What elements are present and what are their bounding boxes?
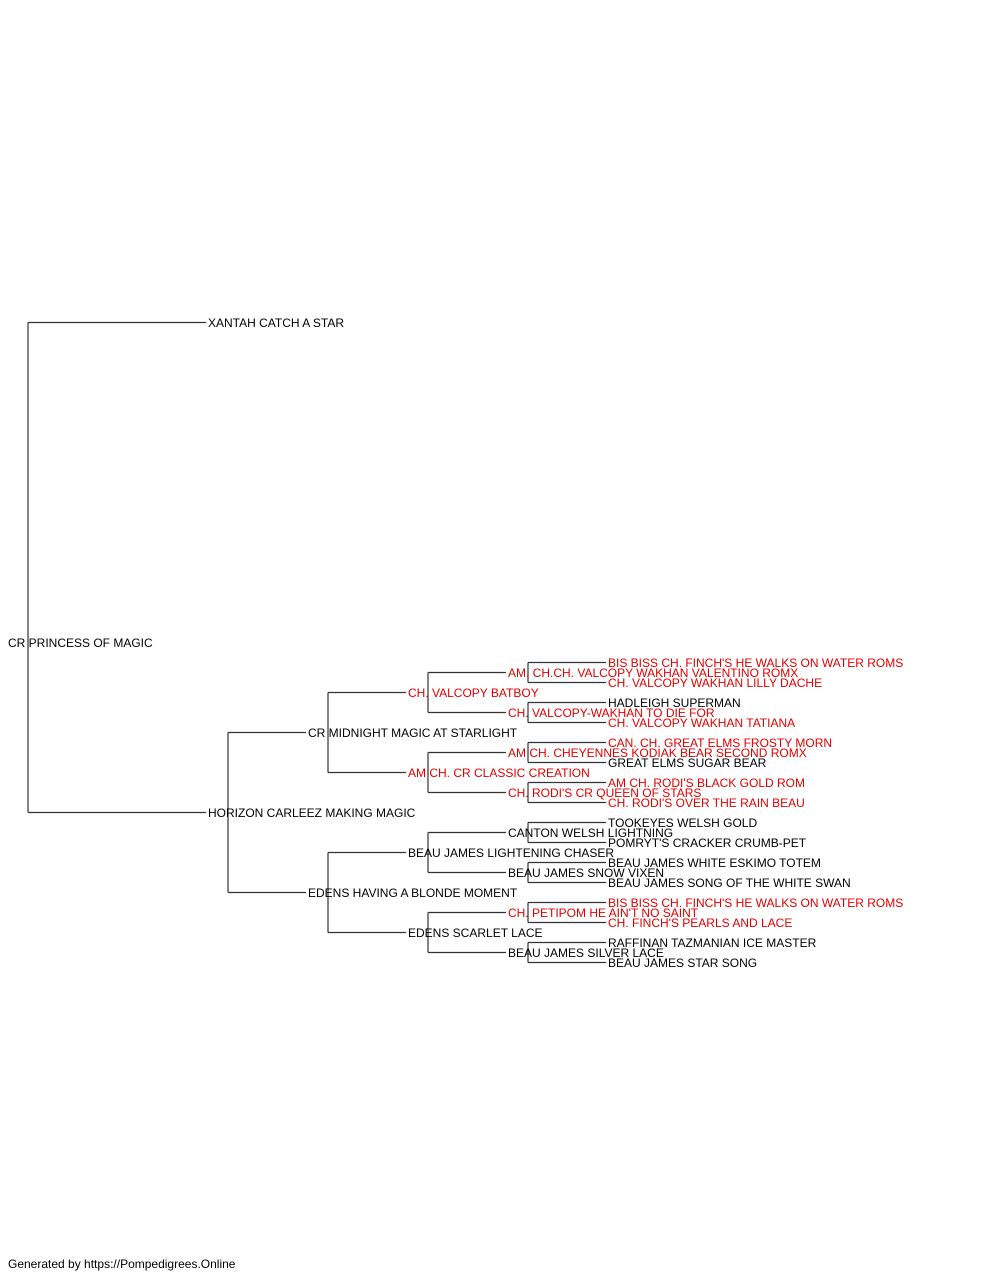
- ancestor-name: HADLEIGH SUPERMAN: [608, 696, 741, 710]
- ancestor-name: BEAU JAMES WHITE ESKIMO TOTEM: [608, 856, 821, 870]
- subject-name: CR PRINCESS OF MAGIC: [8, 636, 153, 650]
- ancestor-name: CANTON WELSH LIGHTNING: [508, 826, 674, 840]
- ancestor-name: CH. VALCOPY BATBOY: [408, 686, 539, 700]
- ancestor-name: GREAT ELMS SUGAR BEAR: [608, 756, 767, 770]
- ancestor-name: TOOKEYES WELSH GOLD: [608, 816, 758, 830]
- ancestor-name: BEAU JAMES STAR SONG: [608, 956, 758, 970]
- ancestor-name: EDENS SCARLET LACE: [408, 926, 543, 940]
- footer-credit: Generated by https://Pompedigrees.Online: [8, 1257, 236, 1271]
- ancestor-name: CH. RODI'S CR QUEEN OF STARS: [508, 786, 702, 800]
- ancestor-name: BEAU JAMES SILVER LACE: [508, 946, 664, 960]
- ancestor-name: POMRYT'S CRACKER CRUMB-PET: [608, 836, 807, 850]
- ancestor-name: HORIZON CARLEEZ MAKING MAGIC: [208, 806, 416, 820]
- ancestor-name: AM. CH.CH. VALCOPY WAKHAN VALENTINO ROMX: [508, 666, 799, 680]
- ancestor-name: CAN. CH. GREAT ELMS FROSTY MORN: [608, 736, 833, 750]
- ancestor-name: CH. PETIPOM HE AIN'T NO SAINT: [508, 906, 699, 920]
- ancestor-name: CH. FINCH'S PEARLS AND LACE: [608, 916, 793, 930]
- ancestor-name: CH. VALCOPY WAKHAN TATIANA: [608, 716, 796, 730]
- ancestor-name: AM CH. CR CLASSIC CREATION: [408, 766, 590, 780]
- ancestor-name: BIS BISS CH. FINCH'S HE WALKS ON WATER R…: [608, 656, 904, 670]
- ancestor-name: BEAU JAMES SNOW VIXEN: [508, 866, 665, 880]
- ancestor-name: BIS BISS CH. FINCH'S HE WALKS ON WATER R…: [608, 896, 904, 910]
- ancestor-name: AM CH. RODI'S BLACK GOLD ROM: [608, 776, 805, 790]
- ancestor-name: BEAU JAMES SONG OF THE WHITE SWAN: [608, 876, 851, 890]
- ancestor-name: CR MIDNIGHT MAGIC AT STARLIGHT: [308, 726, 518, 740]
- ancestor-name: XANTAH CATCH A STAR: [208, 316, 345, 330]
- ancestor-name: EDENS HAVING A BLONDE MOMENT: [308, 886, 518, 900]
- ancestor-name: BEAU JAMES LIGHTENING CHASER: [408, 846, 615, 860]
- ancestor-name: AM CH. CHEYENNES KODIAK BEAR SECOND ROMX: [508, 746, 807, 760]
- ancestor-name: CH. VALCOPY WAKHAN LILLY DACHE: [608, 676, 823, 690]
- ancestor-name: CH. RODI'S OVER THE RAIN BEAU: [608, 796, 805, 810]
- ancestor-name: CH. VALCOPY-WAKHAN TO DIE FOR: [508, 706, 715, 720]
- ancestor-name: RAFFINAN TAZMANIAN ICE MASTER: [608, 936, 817, 950]
